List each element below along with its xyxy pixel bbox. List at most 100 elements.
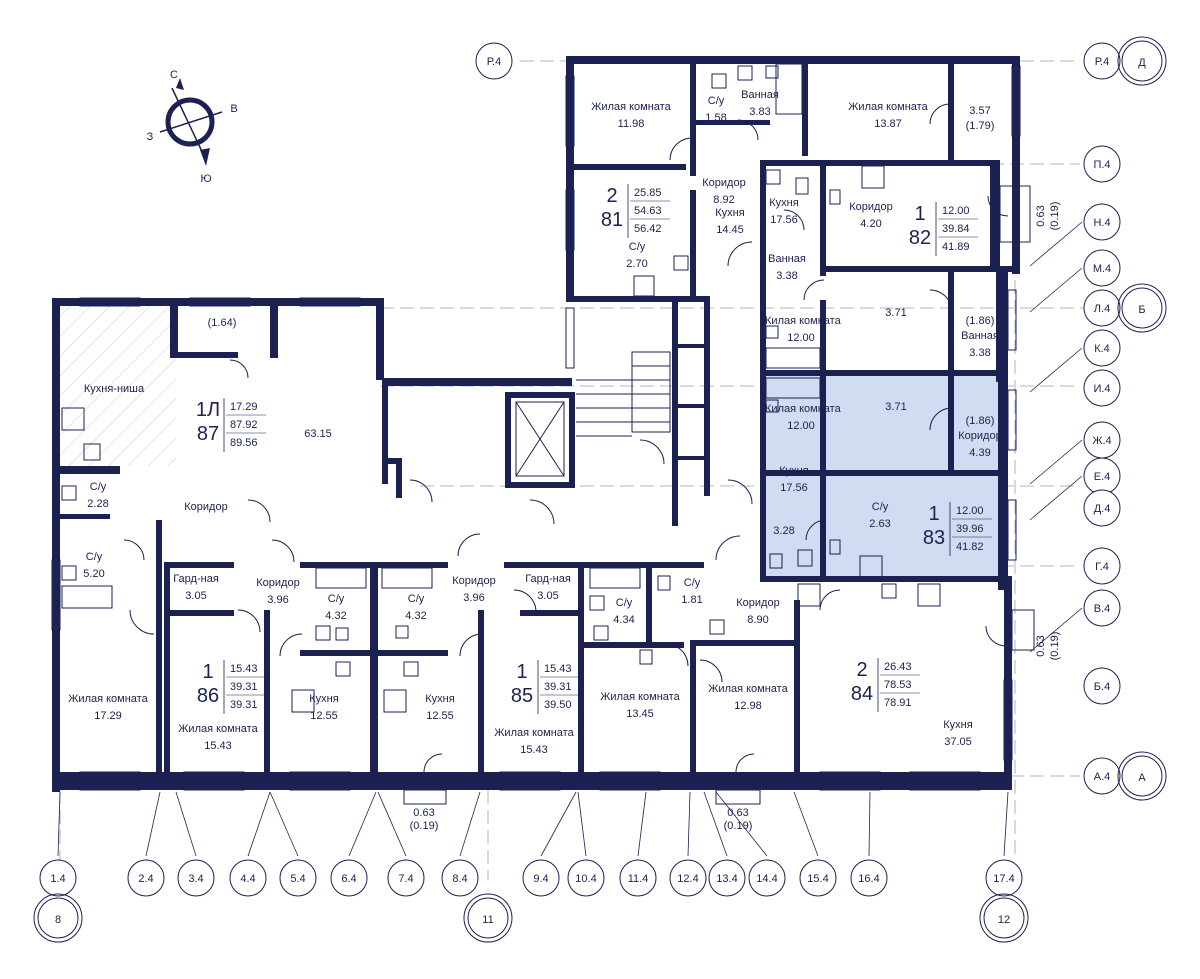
axis-leader [868, 791, 871, 857]
room-area: 3.71 [885, 401, 906, 413]
apartment-area-2: 41.82 [956, 541, 984, 553]
axis-label-2.4: 2.4 [138, 873, 153, 885]
apartment-area-1: 39.84 [942, 223, 970, 235]
axis-marker-Н.4 [1083, 203, 1121, 241]
axis-leader [687, 791, 691, 857]
axis-label-17.4: 17.4 [993, 873, 1014, 885]
room-area: 3.96 [267, 594, 288, 606]
axis-leader [145, 791, 161, 857]
axis-marker-3.4 [177, 859, 215, 897]
room-area: 12.55 [426, 710, 454, 722]
balcony-area-side: 0.63(0.19) [1035, 202, 1061, 231]
axis-label-10.4: 10.4 [575, 873, 596, 885]
axis-label: Р.4 [487, 56, 501, 68]
apartment-area-0: 15.43 [230, 663, 258, 675]
room-name: Ванная [768, 253, 806, 265]
axis-label-3.4: 3.4 [188, 873, 203, 885]
room-area: 3.05 [537, 590, 558, 602]
axis-label-14.4: 14.4 [756, 873, 777, 885]
balcony-area: 0.63 [1035, 205, 1047, 226]
room-area: 2.70 [626, 258, 647, 270]
room-name: Жилая комната [708, 683, 788, 695]
axis-marker-8.4 [441, 859, 479, 897]
room-area: 17.56 [770, 214, 798, 226]
room-name: Коридор [958, 430, 1001, 442]
axis-marker-Р.4 [1083, 42, 1121, 80]
axis-label-В.4: В.4 [1094, 603, 1111, 615]
room-name: Коридор [736, 597, 779, 609]
grid-marker-11 [463, 893, 513, 943]
compass-north: С [170, 69, 178, 81]
apartment-area-2: 39.50 [544, 699, 572, 711]
apartment-number: 86 [197, 685, 219, 707]
axis-leader [1029, 475, 1083, 521]
grid-marker-Д [1117, 36, 1167, 86]
room-area: 13.87 [874, 118, 902, 130]
room-name: Кухня [779, 465, 808, 477]
axis-leader [715, 791, 768, 857]
axis-label-9.4: 9.4 [533, 873, 548, 885]
room-area: 11.98 [618, 118, 645, 130]
room-name: С/у [408, 593, 425, 605]
grid-marker-Д [1121, 40, 1163, 82]
apartment-area-0: 15.43 [544, 663, 572, 675]
room-area: 13.45 [626, 708, 654, 720]
axis-marker-7.4 [387, 859, 425, 897]
axis-label-6.4: 6.4 [341, 873, 356, 885]
axis-marker-16.4 [850, 859, 888, 897]
room-name: Кухня [425, 693, 454, 705]
apartment-area-1: 54.63 [634, 205, 662, 217]
apartment-area-2: 89.56 [230, 437, 258, 449]
room-area: (0.19) [410, 820, 439, 832]
apartment-number: 85 [511, 685, 533, 707]
axis-label-Г.4: Г.4 [1095, 561, 1109, 573]
grid-marker-11 [467, 897, 509, 939]
room-name: Жилая комната [178, 723, 258, 735]
room-name: Гард-ная [525, 573, 571, 585]
apartment-area-0: 26.43 [884, 661, 912, 673]
axis-leader [348, 791, 377, 857]
doors [123, 103, 1009, 773]
apartment-number: 84 [851, 683, 873, 705]
room-area: 17.56 [780, 482, 808, 494]
apartment-83-highlight[interactable] [765, 374, 1000, 474]
grid-marker-А [1117, 751, 1167, 801]
room-name: Жилая комната [848, 101, 928, 113]
axis-marker-М.4 [1083, 249, 1121, 287]
grid-marker-А [1121, 755, 1163, 797]
room-name: Гард-ная [173, 573, 219, 585]
apartment-area-1: 39.96 [956, 523, 984, 535]
room-name: С/у [684, 577, 701, 589]
room-name: Кухня [769, 197, 798, 209]
axis-leader [175, 791, 197, 857]
axis-marker-4.4 [229, 859, 267, 897]
axis-leader [540, 791, 577, 857]
room-area: 3.38 [969, 347, 990, 359]
room-name: Коридор [702, 177, 745, 189]
axis-leader [1029, 439, 1083, 485]
fixtures [61, 63, 941, 713]
room-area: 2.28 [87, 498, 108, 510]
axis-marker-14.4 [748, 859, 786, 897]
room-name: С/у [708, 95, 725, 107]
apartment-area-0: 17.29 [230, 401, 258, 413]
grid-marker-Б [1117, 283, 1167, 333]
apartment-area-0: 12.00 [942, 205, 970, 217]
axis-leader [577, 791, 587, 857]
grid-label-А: А [1138, 772, 1146, 784]
axis-label-8.4: 8.4 [452, 873, 467, 885]
room-area: (1.86) [966, 315, 995, 327]
room-area: 3.05 [185, 590, 206, 602]
room-area: 14.45 [716, 224, 744, 236]
axis-leader [703, 791, 728, 857]
room-area: 8.92 [713, 194, 734, 206]
room-area: 4.20 [860, 218, 881, 230]
